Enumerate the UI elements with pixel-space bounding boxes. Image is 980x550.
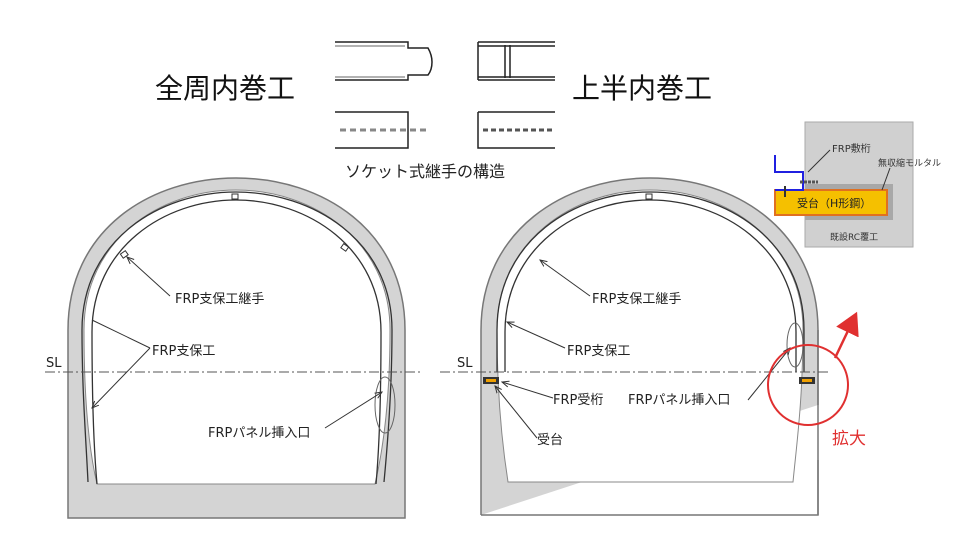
title-upper-lining: 上半内巻工 (572, 72, 712, 105)
right-sl-label: SL (457, 356, 473, 371)
inset-mortar-label: 無収縮モルタル (878, 157, 941, 169)
left-joint-label: FRP支保工継手 (175, 292, 264, 307)
socket-joint-caption: ソケット式継手の構造 (345, 162, 505, 181)
inset-base-label: 受台（H形鋼） (797, 196, 871, 210)
right-joint-label: FRP支保工継手 (592, 292, 681, 307)
right-support-label: FRP支保工 (567, 344, 630, 359)
right-beam-label: FRP受桁 (553, 393, 603, 408)
inset-beam-label: FRP敷桁 (832, 142, 871, 155)
zoom-label: 拡大 (832, 429, 866, 449)
right-base-label: 受台 (537, 433, 563, 448)
title-full-lining: 全周内巻工 (155, 72, 295, 105)
right-insert-label: FRPパネル挿入口 (628, 393, 730, 408)
detail-inset (774, 121, 914, 248)
inset-existing-label: 既設RC覆工 (830, 231, 878, 243)
left-tunnel (45, 177, 420, 519)
socket-joint-drawings (335, 41, 555, 149)
right-tunnel (440, 177, 859, 516)
left-support-label: FRP支保工 (152, 344, 215, 359)
left-sl-label: SL (46, 356, 62, 371)
left-insert-label: FRPパネル挿入口 (208, 426, 310, 441)
